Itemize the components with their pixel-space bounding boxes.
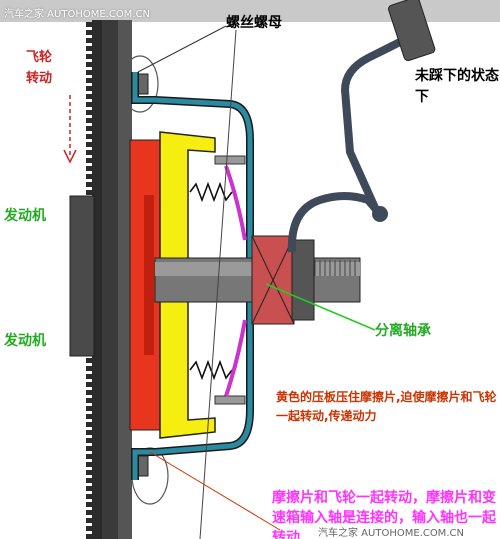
gear-tooth	[86, 30, 94, 35]
gear-tooth	[86, 502, 94, 507]
gear-tooth	[86, 414, 94, 419]
gear-tooth	[86, 446, 94, 451]
spring-bottom	[189, 359, 233, 381]
gear-tooth	[86, 430, 94, 435]
watermark-top: 汽车之家 AUTOHOME.COM.CN	[4, 9, 150, 20]
crankshaft-hub	[69, 195, 95, 357]
gear-tooth	[86, 358, 94, 363]
diaphragm-bottom	[224, 319, 247, 397]
gear-tooth	[86, 86, 94, 91]
gear-tooth	[86, 454, 94, 459]
screw-nut-bottom	[137, 455, 149, 477]
leader-bearing	[265, 283, 376, 331]
leader-screw	[137, 25, 227, 73]
gear-tooth	[86, 142, 94, 147]
nut-circle-top	[121, 55, 159, 113]
gear-tooth	[86, 70, 94, 75]
gear-tooth	[86, 126, 94, 131]
leader-friction	[149, 451, 281, 531]
pin-bottom	[214, 395, 246, 405]
watermark-bottom: 汽车之家 AUTOHOME.COM.CN	[318, 528, 464, 539]
pedal-arm	[340, 36, 408, 214]
pedal-pad	[388, 0, 436, 62]
gear-tooth	[86, 526, 94, 531]
label-release-bearing: 分离轴承	[375, 323, 431, 339]
gear-tooth	[86, 374, 94, 379]
watermark-bar	[0, 0, 500, 22]
label-pressure-plate-note: 黄色的压板压住摩擦片,迫使摩擦片和飞轮一起转动,传递动力	[276, 390, 497, 423]
gear-tooth	[86, 390, 94, 395]
gear-tooth	[86, 102, 94, 107]
gear-tooth	[86, 158, 94, 163]
gear-tooth	[86, 166, 94, 171]
gear-tooth	[86, 406, 94, 411]
label-pedal-state: 未踩下的状态下	[415, 68, 499, 105]
gear-tooth	[86, 438, 94, 443]
gear-tooth	[86, 150, 94, 155]
gear-tooth	[86, 190, 94, 195]
gear-tooth	[86, 182, 94, 187]
gear-tooth	[86, 494, 94, 499]
gear-tooth	[86, 22, 94, 27]
label-engine-top: 发动机	[4, 208, 46, 224]
gear-tooth	[86, 46, 94, 51]
gear-tooth	[86, 54, 94, 59]
gear-tooth	[86, 518, 94, 523]
gear-tooth	[86, 382, 94, 387]
gear-tooth	[86, 478, 94, 483]
gear-tooth	[86, 94, 94, 99]
release-fork	[287, 192, 384, 253]
gear-tooth	[86, 486, 94, 491]
leader-screw-vertical	[199, 29, 237, 539]
gear-tooth	[86, 110, 94, 115]
gear-tooth	[86, 470, 94, 475]
spring-top	[189, 181, 233, 203]
rotation-arrow-head	[63, 149, 77, 164]
gear-tooth	[86, 534, 94, 539]
screw-nut-top	[137, 73, 149, 95]
label-screw-nut: 螺丝螺母	[226, 15, 282, 31]
label-friction-note: 摩擦片和飞轮一起转动，摩擦片和变速箱输入轴是连接的，输入轴也一起转动	[272, 490, 496, 539]
gear-tooth	[86, 462, 94, 467]
label-engine-bottom: 发动机	[4, 333, 46, 349]
gear-tooth	[86, 134, 94, 139]
gear-tooth	[86, 174, 94, 179]
gear-tooth	[86, 62, 94, 67]
gear-tooth	[86, 398, 94, 403]
shaft-splines	[299, 260, 356, 276]
gear-tooth	[86, 422, 94, 427]
gear-tooth	[86, 38, 94, 43]
pin-top	[214, 155, 246, 165]
gear-tooth	[86, 78, 94, 83]
gear-tooth	[86, 510, 94, 515]
label-flywheel-rotation: 飞轮转动	[26, 50, 53, 86]
diaphragm-top	[224, 165, 247, 241]
gear-tooth	[86, 366, 94, 371]
gear-tooth	[86, 118, 94, 123]
